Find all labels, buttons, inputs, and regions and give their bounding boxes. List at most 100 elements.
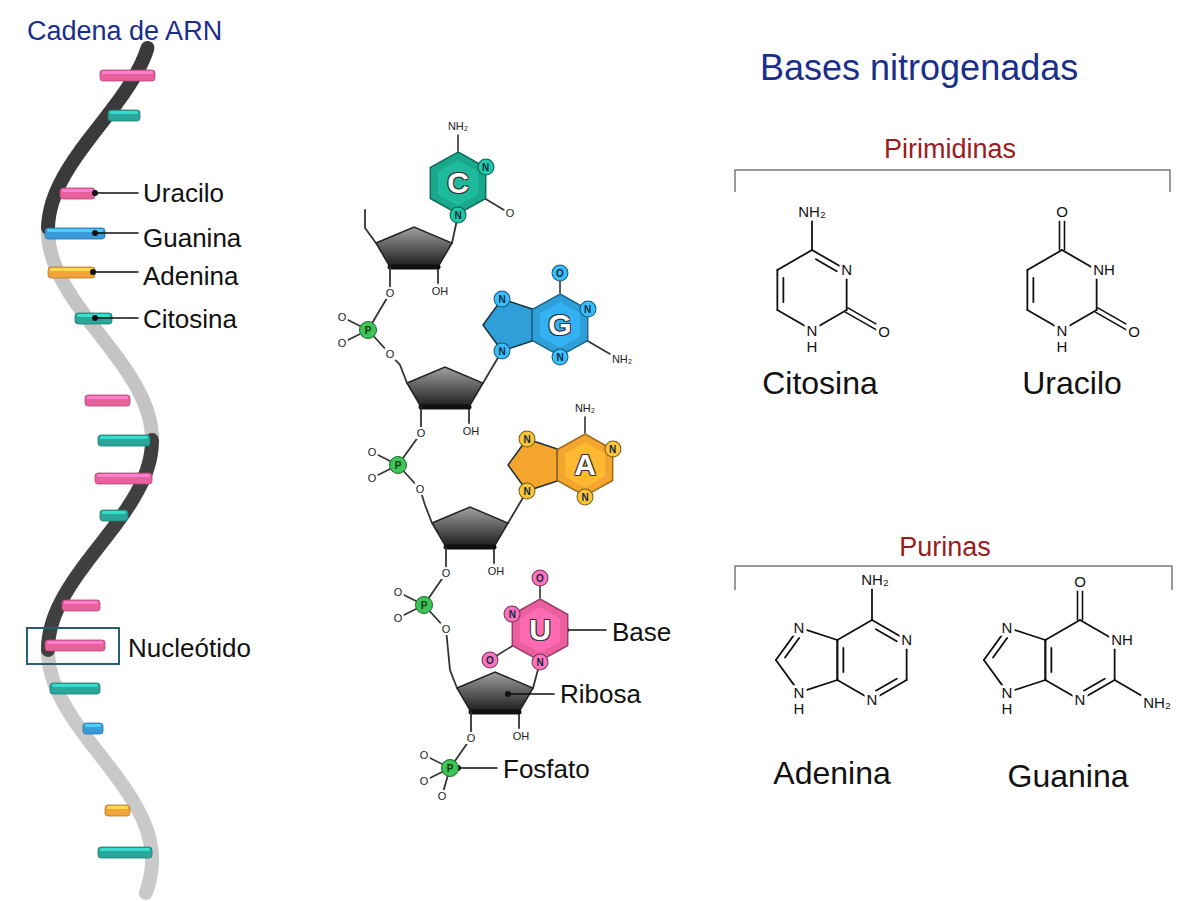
base-letter: A xyxy=(574,448,596,482)
atom-label: N xyxy=(1000,619,1015,636)
bar-highlight xyxy=(107,806,128,809)
hexagon-outline xyxy=(430,152,485,214)
bar-highlight xyxy=(47,641,103,644)
bond xyxy=(842,648,844,672)
bond xyxy=(777,250,812,270)
part-label: Nucleótido xyxy=(128,634,251,663)
atom-label: O xyxy=(482,652,499,669)
nucleotide-bar xyxy=(105,805,130,816)
bond xyxy=(845,312,880,332)
atom-label: O xyxy=(441,623,452,635)
category-label: Pirimidinas xyxy=(884,135,1016,165)
bond xyxy=(785,638,799,657)
atom-label: O xyxy=(419,749,430,761)
phosphorus-atom: P xyxy=(415,596,433,614)
atom-label: O xyxy=(393,586,404,598)
leader-line xyxy=(93,271,138,273)
part-label: Ribosa xyxy=(560,680,641,709)
bar-highlight xyxy=(64,601,98,604)
part-label: Base xyxy=(612,618,671,647)
purine-pentagon xyxy=(508,439,557,491)
bond xyxy=(1084,679,1105,691)
bond xyxy=(1082,586,1084,620)
atom-label: O xyxy=(415,483,426,495)
atom-label: N xyxy=(504,606,521,623)
bond xyxy=(876,629,897,641)
atom-label: N xyxy=(532,654,549,671)
bar-highlight xyxy=(100,436,148,439)
bond xyxy=(1027,250,1062,270)
atom-label: N xyxy=(519,483,536,500)
leader-line xyxy=(566,629,606,631)
atom-label: O xyxy=(1072,574,1088,591)
atom-label: N xyxy=(450,207,467,224)
helix-ribbon xyxy=(48,440,152,650)
atom-label: OH xyxy=(487,565,506,577)
hexagon-face xyxy=(565,442,605,488)
part-label: Citosina xyxy=(143,305,237,334)
nucleotide-bar xyxy=(50,683,100,694)
purine-pentagon xyxy=(483,299,532,351)
atom-label: O xyxy=(552,265,569,282)
heading: Bases nitrogenadas xyxy=(760,48,1078,88)
atom-label: OH xyxy=(512,730,531,742)
phosphorus-atom: P xyxy=(441,759,459,777)
leader-line xyxy=(95,232,138,234)
atom-label: O xyxy=(876,324,892,341)
atom-label: NH₂ xyxy=(611,353,633,365)
bond xyxy=(1044,640,1046,680)
base-name: Guanina xyxy=(1008,759,1129,794)
nucleotide-bar xyxy=(48,267,95,278)
bond xyxy=(776,270,778,310)
atom-label: O xyxy=(393,612,404,624)
part-label: Fosfato xyxy=(503,755,590,784)
atom-label: O xyxy=(337,337,348,349)
atom-label: NH xyxy=(1091,262,1117,279)
ribose-ring xyxy=(432,507,508,547)
ribose-edge xyxy=(390,265,438,270)
bond xyxy=(486,199,504,210)
bar-highlight xyxy=(85,724,101,727)
bond xyxy=(1044,640,1046,680)
bond xyxy=(1050,648,1052,672)
atom-label: N xyxy=(1073,692,1088,709)
nucleotide-bar xyxy=(98,435,150,446)
ribose-ring xyxy=(376,227,452,267)
atom-label: NH₂ xyxy=(447,120,469,132)
atom-label: O xyxy=(385,287,396,299)
nucleotide-bar xyxy=(83,723,103,734)
leader-line xyxy=(508,693,554,695)
hexagon-face xyxy=(438,160,478,206)
bond xyxy=(496,646,512,656)
ribose-edge xyxy=(471,710,519,715)
bond xyxy=(365,210,376,243)
atom-label: N xyxy=(577,489,594,506)
bond xyxy=(588,341,610,354)
atom-label: O xyxy=(437,790,448,802)
bar-highlight xyxy=(110,111,138,114)
bond xyxy=(559,280,561,293)
ribose-ring xyxy=(457,672,533,712)
bar-highlight xyxy=(100,848,150,851)
bond xyxy=(457,135,459,151)
atom-label: N xyxy=(494,291,511,308)
atom-label: N xyxy=(494,343,511,360)
atom-label: N H xyxy=(805,323,820,355)
bond xyxy=(1032,278,1034,302)
leader-line xyxy=(458,767,497,769)
leader-line xyxy=(95,192,138,194)
atom-label: N xyxy=(792,619,807,636)
atom-label: NH₂ xyxy=(859,572,891,589)
nucleotide-bar xyxy=(45,640,105,651)
atom-label: O xyxy=(1126,324,1142,341)
atom-label: N xyxy=(519,431,536,448)
bar-highlight xyxy=(87,396,128,399)
bracket xyxy=(735,566,1172,590)
bar-highlight xyxy=(102,511,126,514)
atom-label: N xyxy=(604,441,621,458)
category-label: Purinas xyxy=(899,533,991,563)
bond xyxy=(993,638,1007,657)
bond xyxy=(539,585,541,598)
atom-label: N xyxy=(839,262,854,279)
atom-label: NH₂ xyxy=(796,204,828,221)
